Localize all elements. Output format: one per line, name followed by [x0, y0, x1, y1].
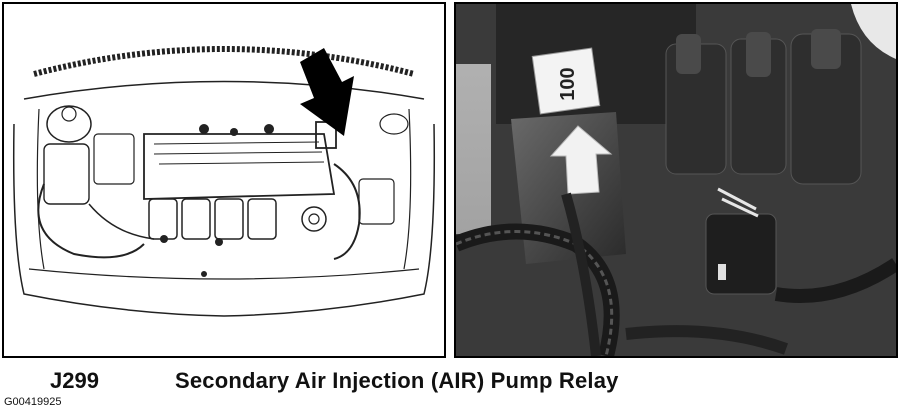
locator-arrow-icon — [300, 48, 354, 136]
relay-pointer-arrow-icon — [549, 125, 613, 195]
engine-bay-illustration — [12, 46, 436, 317]
relay-label: 100 — [531, 47, 601, 115]
engine-bay-drawing-panel — [2, 2, 446, 358]
component-name: Secondary Air Injection (AIR) Pump Relay — [175, 368, 619, 393]
relay-label-text: 100 — [557, 67, 579, 100]
relay-photo: 100 — [456, 4, 896, 356]
cowl-edge — [33, 46, 415, 77]
component-code: J299 — [50, 368, 99, 393]
caption: J299 Secondary Air Injection (AIR) Pump … — [0, 366, 900, 396]
figure-id: G00419925 — [4, 396, 62, 408]
relay-photo-panel: 100 — [454, 2, 898, 358]
